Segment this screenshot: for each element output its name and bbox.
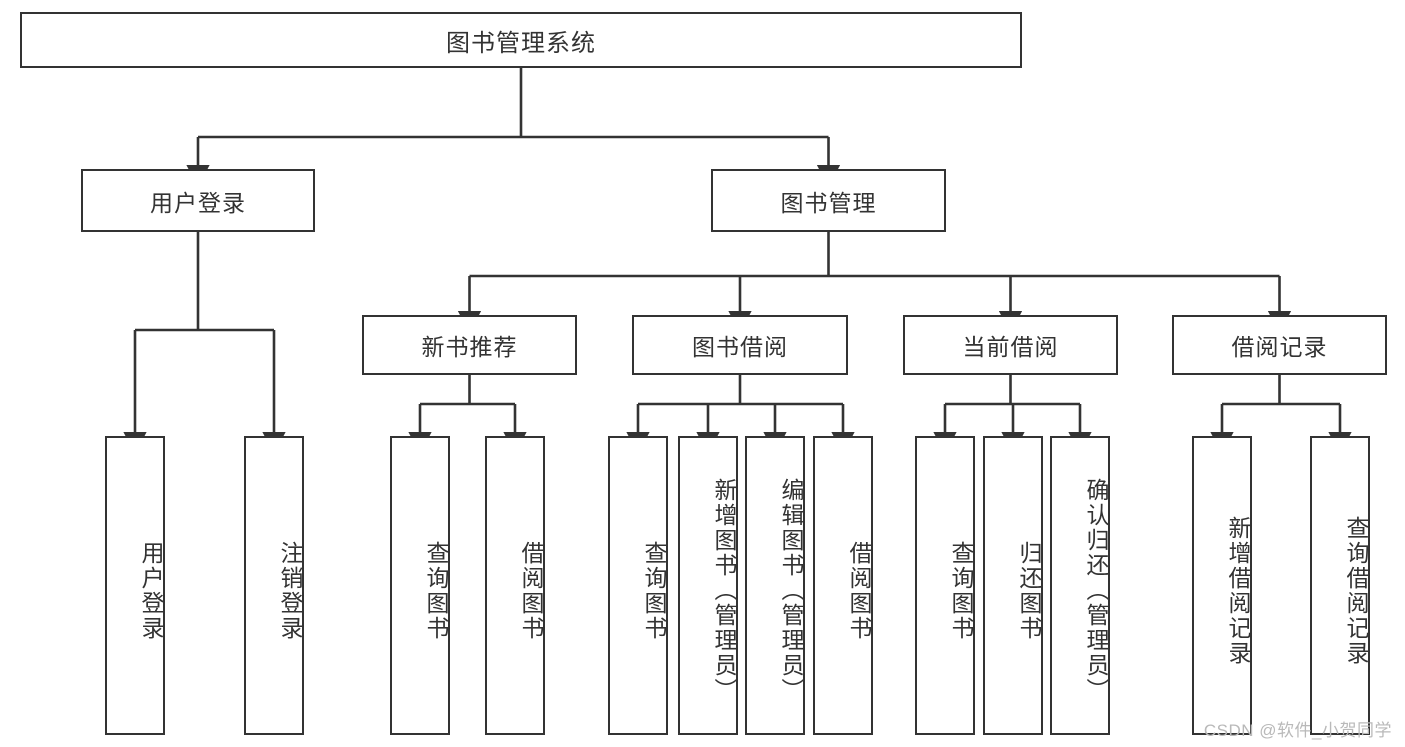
node-new-book-rec[interactable]: 新书推荐 bbox=[362, 315, 577, 375]
node-label: 新增借阅记录 bbox=[1225, 515, 1251, 666]
node-label: 借阅记录 bbox=[1231, 334, 1328, 360]
node-confirm-return[interactable]: 确认归还（管理员） bbox=[1050, 436, 1110, 735]
node-user-logout[interactable]: 注销登录 bbox=[244, 436, 304, 735]
node-label: 新增图书（管理员） bbox=[711, 478, 737, 703]
node-label: 编辑图书（管理员） bbox=[778, 478, 804, 703]
node-label: 查询图书 bbox=[641, 540, 667, 641]
node-label: 当前借阅 bbox=[962, 334, 1059, 360]
node-root-root[interactable]: 图书管理系统 bbox=[20, 12, 1022, 68]
node-user-login-do[interactable]: 用户登录 bbox=[105, 436, 165, 735]
node-current-borrow[interactable]: 当前借阅 bbox=[903, 315, 1118, 375]
node-label: 新书推荐 bbox=[421, 334, 518, 360]
node-label: 查询图书 bbox=[948, 540, 974, 641]
node-label: 查询借阅记录 bbox=[1343, 515, 1369, 666]
node-label: 确认归还（管理员） bbox=[1083, 478, 1109, 703]
node-label: 图书借阅 bbox=[692, 334, 788, 360]
node-label: 用户登录 bbox=[138, 540, 164, 641]
node-query-book-1[interactable]: 查询图书 bbox=[390, 436, 450, 735]
node-label: 图书管理 bbox=[780, 189, 877, 216]
node-add-book[interactable]: 新增图书（管理员） bbox=[678, 436, 738, 735]
watermark-text: CSDN @软件_小贺同学 bbox=[1203, 721, 1392, 740]
node-borrow-book-1[interactable]: 借阅图书 bbox=[485, 436, 545, 735]
node-query-book-2[interactable]: 查询图书 bbox=[608, 436, 668, 735]
node-query-borrow-record[interactable]: 查询借阅记录 bbox=[1310, 436, 1370, 735]
node-label: 归还图书 bbox=[1016, 540, 1042, 641]
node-edit-book[interactable]: 编辑图书（管理员） bbox=[745, 436, 805, 735]
node-add-borrow-record[interactable]: 新增借阅记录 bbox=[1192, 436, 1252, 735]
node-borrow-book-2[interactable]: 借阅图书 bbox=[813, 436, 873, 735]
node-label: 借阅图书 bbox=[846, 540, 872, 641]
node-label: 注销登录 bbox=[277, 540, 303, 641]
node-book-manage[interactable]: 图书管理 bbox=[711, 169, 946, 232]
node-borrow-record[interactable]: 借阅记录 bbox=[1172, 315, 1387, 375]
node-label: 查询图书 bbox=[423, 540, 449, 641]
node-label: 用户登录 bbox=[150, 189, 246, 216]
node-label: 图书管理系统 bbox=[446, 29, 596, 57]
node-book-borrow[interactable]: 图书借阅 bbox=[632, 315, 848, 375]
node-label: 借阅图书 bbox=[518, 540, 544, 641]
node-user-login[interactable]: 用户登录 bbox=[81, 169, 315, 232]
node-query-book-3[interactable]: 查询图书 bbox=[915, 436, 975, 735]
node-return-book[interactable]: 归还图书 bbox=[983, 436, 1043, 735]
